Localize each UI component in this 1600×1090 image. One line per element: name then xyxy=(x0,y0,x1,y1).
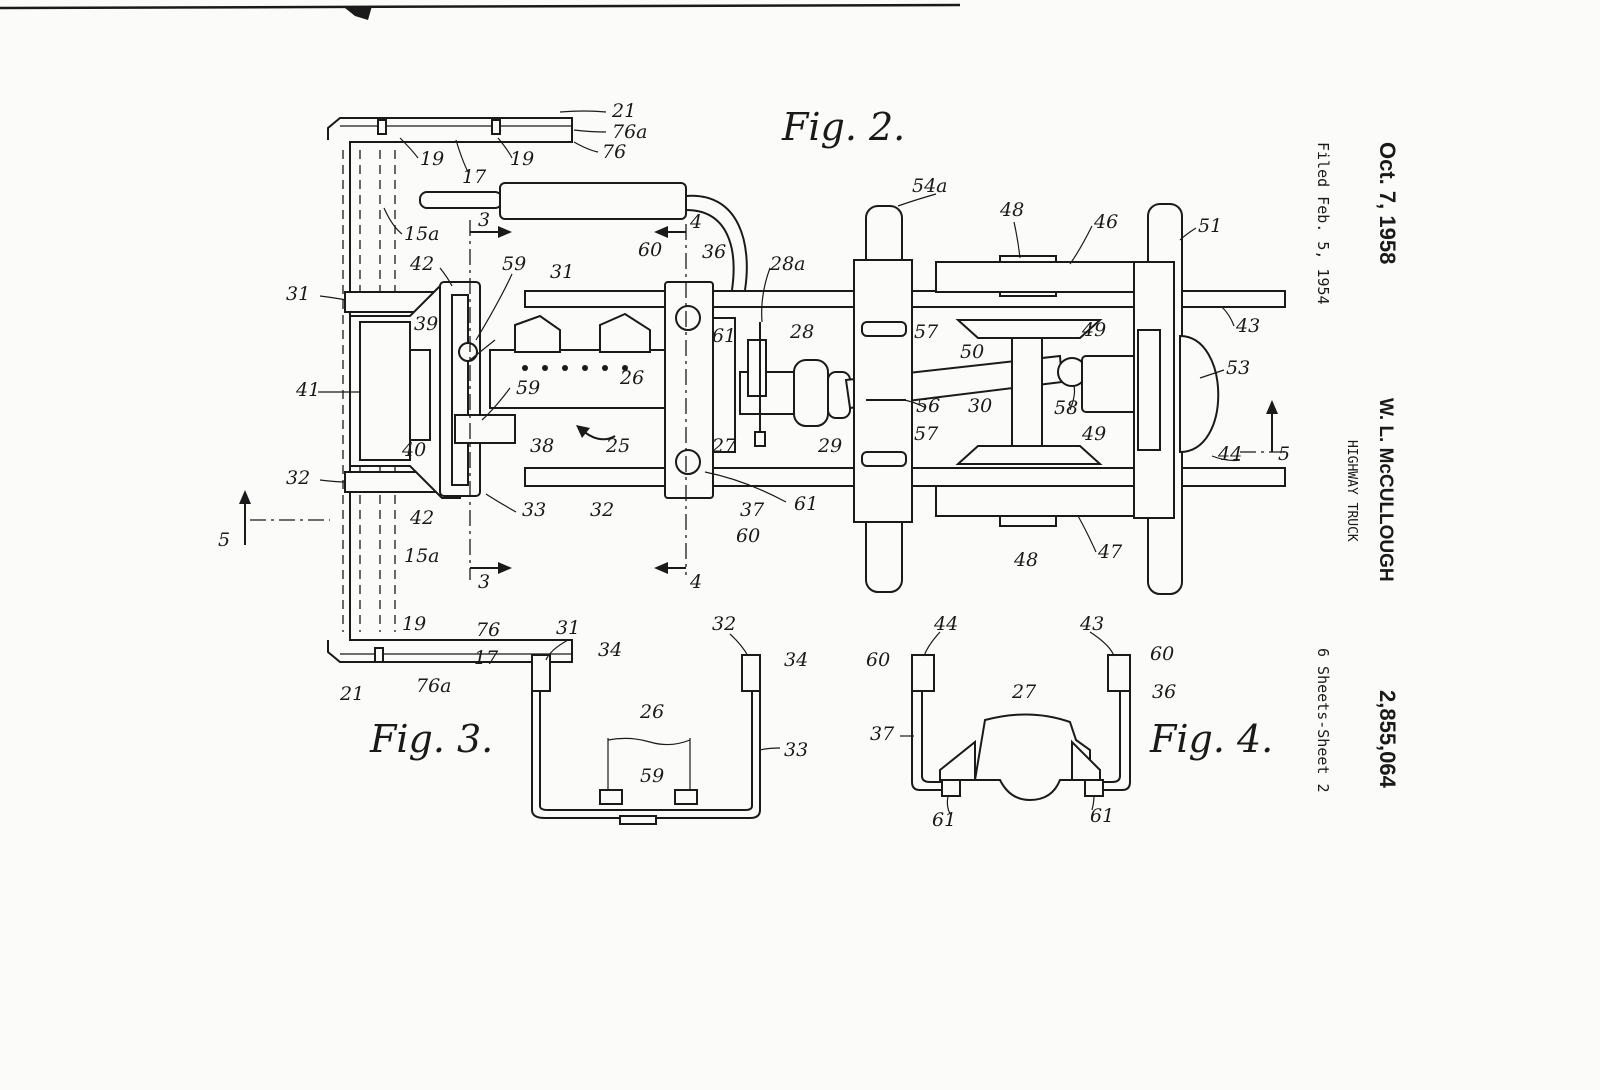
header-filed: Filed Feb. 5, 1954 xyxy=(1314,142,1332,305)
scan-top-edge xyxy=(0,3,961,20)
ref-29: 29 xyxy=(817,435,842,457)
ref-47: 47 xyxy=(1097,541,1123,563)
ref-27-fig4: 27 xyxy=(1011,681,1037,703)
ref-15a-bottom: 15a xyxy=(404,545,440,567)
header-date: Oct. 7, 1958 xyxy=(1375,142,1400,264)
ref-4-bottom: 4 xyxy=(689,571,702,593)
ref-49-bottom: 49 xyxy=(1081,423,1106,445)
ref-76a-top: 76a xyxy=(612,121,648,143)
fig3-title: Fig. 3. xyxy=(369,717,493,761)
engine-bolts xyxy=(522,365,628,371)
ref-56: 56 xyxy=(916,395,940,417)
section-arrow-icon xyxy=(239,226,1278,574)
ref-5-left: 5 xyxy=(218,529,230,551)
ref-60-fig4-left: 60 xyxy=(866,649,890,671)
ref-76a-bottom: 76a xyxy=(416,675,452,697)
ref-31-fig3: 31 xyxy=(556,617,580,639)
ref-33: 33 xyxy=(522,499,546,521)
rotation-arrow-icon xyxy=(576,425,616,441)
ref-53: 53 xyxy=(1226,357,1250,379)
ref-60-top: 60 xyxy=(638,239,662,261)
ref-57-bottom: 57 xyxy=(914,423,939,445)
ref-3-bottom: 3 xyxy=(478,571,490,593)
ref-4-top: 4 xyxy=(689,211,702,233)
ref-19-bottom: 19 xyxy=(402,613,426,635)
ref-44-fig4: 44 xyxy=(933,613,958,635)
ref-58: 58 xyxy=(1054,397,1078,419)
ref-21-top: 21 xyxy=(611,100,636,122)
ref-46: 46 xyxy=(1093,211,1118,233)
ref-31-left: 31 xyxy=(286,283,310,305)
ref-76-bottom: 76 xyxy=(476,619,500,641)
ref-32-fig3: 32 xyxy=(712,613,736,635)
ref-44-fig2: 44 xyxy=(1217,443,1242,465)
reference-labels: 21 76a 76 19 17 19 15a 3 4 42 59 31 31 6… xyxy=(218,100,1290,831)
fig2-title: Fig. 2. xyxy=(781,105,905,149)
ref-25: 25 xyxy=(605,435,630,457)
ref-59-top: 59 xyxy=(502,253,526,275)
ref-43-fig4: 43 xyxy=(1079,613,1104,635)
ref-3-top: 3 xyxy=(478,209,490,231)
ref-60-fig4-right: 60 xyxy=(1150,643,1174,665)
ref-33-fig3: 33 xyxy=(784,739,808,761)
ref-40: 40 xyxy=(401,439,426,461)
ref-57-top: 57 xyxy=(914,321,939,343)
ref-42-top: 42 xyxy=(409,253,434,275)
ref-27: 27 xyxy=(711,435,737,457)
ref-15a-top: 15a xyxy=(404,223,440,245)
ref-60-bottom: 60 xyxy=(736,525,760,547)
ref-36-fig4: 36 xyxy=(1152,681,1176,703)
ref-61-top: 61 xyxy=(712,325,736,347)
ref-34-fig3-left: 34 xyxy=(598,639,622,661)
fig3-section xyxy=(531,654,761,825)
ref-61-fig4-left: 61 xyxy=(932,809,956,831)
ref-50: 50 xyxy=(960,341,984,363)
header-inventor: W. L. McCULLOUGH xyxy=(1375,398,1396,582)
ref-31: 31 xyxy=(550,261,574,283)
ref-61-bottom: 61 xyxy=(794,493,818,515)
ref-41: 41 xyxy=(295,379,320,401)
header-title: HIGHWAY TRUCK xyxy=(1344,440,1359,542)
header-block: Oct. 7, 1958 Filed Feb. 5, 1954 W. L. Mc… xyxy=(1314,142,1400,793)
ref-30: 30 xyxy=(968,395,992,417)
ref-37: 37 xyxy=(740,499,765,521)
leader-lines xyxy=(318,110,1241,815)
ref-54a: 54a xyxy=(912,175,948,197)
ref-76-top: 76 xyxy=(602,141,626,163)
header-sheets: 6 Sheets-Sheet 2 xyxy=(1314,648,1332,793)
ref-32-mid: 32 xyxy=(590,499,614,521)
ref-37-fig4: 37 xyxy=(870,723,895,745)
header-patent-number: 2,855,064 xyxy=(1375,690,1400,789)
ref-38: 38 xyxy=(530,435,554,457)
ref-21-bottom: 21 xyxy=(339,683,364,705)
ref-43-fig2: 43 xyxy=(1235,315,1260,337)
ref-48-bottom: 48 xyxy=(1013,549,1038,571)
ref-59-mid: 59 xyxy=(516,377,540,399)
ref-19-b: 19 xyxy=(510,148,534,170)
fig4-title: Fig. 4. xyxy=(1149,717,1273,761)
ref-17-bottom: 17 xyxy=(474,647,499,669)
ref-49-top: 49 xyxy=(1081,319,1106,341)
ref-17-top: 17 xyxy=(462,166,487,188)
ref-19-a: 19 xyxy=(420,148,444,170)
fig2-chassis-plan xyxy=(250,117,1286,663)
ref-51: 51 xyxy=(1198,215,1222,237)
ref-5-right: 5 xyxy=(1278,443,1290,465)
ref-39: 39 xyxy=(414,313,438,335)
ref-32-left: 32 xyxy=(286,467,310,489)
ref-34-fig3-right: 34 xyxy=(784,649,808,671)
ref-42-bottom: 42 xyxy=(409,507,434,529)
ref-59-fig3: 59 xyxy=(640,765,664,787)
ref-28a: 28a xyxy=(769,253,806,275)
ref-48-top: 48 xyxy=(999,199,1024,221)
ref-28: 28 xyxy=(789,321,814,343)
fig4-section xyxy=(911,654,1131,802)
ref-26: 26 xyxy=(619,367,644,389)
ref-61-fig4-right: 61 xyxy=(1090,805,1114,827)
ref-36-top: 36 xyxy=(702,241,726,263)
ref-26-fig3: 26 xyxy=(639,701,664,723)
